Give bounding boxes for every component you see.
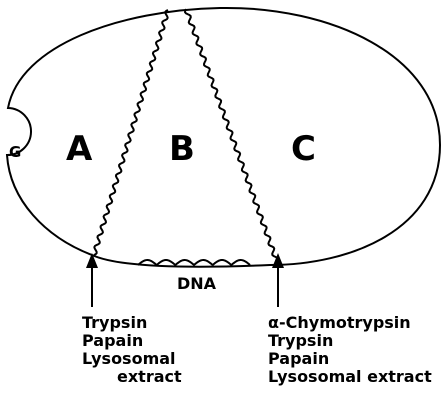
right-enzyme-4: Lysosomal extract (268, 367, 432, 386)
left-enzyme-4: extract (117, 367, 182, 386)
right-enzyme-1: α-Chymotrypsin (268, 313, 411, 332)
g-label: G (9, 143, 21, 161)
dna-label: DNA (177, 274, 217, 293)
left-enzyme-1: Trypsin (82, 313, 147, 332)
left-cleavage-arrow (86, 253, 98, 307)
left-enzyme-2: Papain (82, 331, 143, 350)
region-a-label: A (66, 129, 93, 169)
divider-left (94, 10, 168, 255)
divider-right (185, 9, 278, 262)
right-enzyme-3: Papain (268, 349, 329, 368)
right-cleavage-arrow (272, 253, 284, 307)
region-c-label: C (291, 129, 316, 169)
dna-binding-wave (138, 260, 250, 265)
region-b-label: B (169, 129, 195, 169)
right-enzyme-2: Trypsin (268, 331, 333, 350)
left-enzyme-3: Lysosomal (82, 349, 176, 368)
